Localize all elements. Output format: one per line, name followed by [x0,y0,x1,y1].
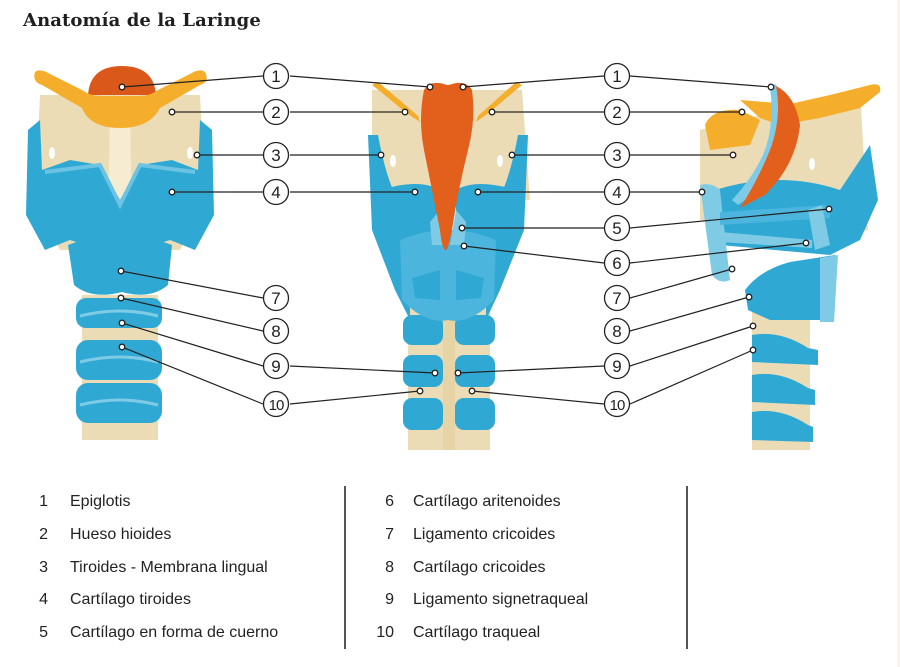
legend-item: 1 Epiglotis [30,486,278,519]
legend-number: 4 [39,591,48,609]
legend-label: Cartílago traqueal [413,624,541,642]
svg-text:10: 10 [610,397,625,414]
callout-3: 3 [603,141,631,169]
legend-label: Epiglotis [70,493,131,511]
callout-2: 2 [262,98,290,126]
legend-label: Tiroides - Membrana lingual [70,558,268,576]
lateral-cricoid [745,255,835,320]
page-title: Anatomía de la Laringe [23,10,261,31]
legend-number: 3 [39,558,48,576]
svg-text:6: 6 [612,254,621,273]
svg-text:7: 7 [612,289,621,308]
anterior-tracheal-rings [76,298,162,423]
legend-label: Cartílago en forma de cuerno [70,624,279,642]
legend-label: Cartílago cricoides [413,558,546,576]
lateral-thyroid-cartilage [715,145,878,255]
legend-number: 8 [385,558,394,576]
svg-text:1: 1 [612,67,621,86]
callout-3: 3 [262,141,290,169]
svg-text:2: 2 [612,103,621,122]
legend-item: 9 Ligamento signetraqueal [372,584,588,617]
legend-item: 8 Cartílago cricoides [372,551,588,584]
right-edge-strip [897,0,900,667]
posterior-view [368,82,530,450]
callout-lines [120,75,830,405]
callout-7: 7 [262,284,290,312]
legend-number: 5 [39,624,48,642]
callout-9: 9 [603,352,631,380]
legend-label: Ligamento signetraqueal [413,591,589,609]
svg-text:4: 4 [271,183,280,202]
legend-number: 1 [39,493,48,511]
legend-divider-2 [686,486,688,649]
svg-text:8: 8 [612,322,621,341]
legend-item: 6 Cartílago aritenoides [372,486,588,519]
posterior-tracheal-rings [403,310,495,450]
legend-item: 2 Hueso hioides [30,519,278,552]
svg-text:3: 3 [612,146,621,165]
callout-8: 8 [262,317,290,345]
legend-label: Ligamento cricoides [413,526,556,544]
anterior-thyroid-cartilage [26,120,214,250]
legend-item: 10 Cartílago traqueal [372,617,588,650]
anterior-view [26,66,214,440]
lateral-tracheal-rings [752,333,818,442]
legend-item: 7 Ligamento cricoides [372,519,588,552]
callout-8: 8 [603,317,631,345]
svg-text:3: 3 [271,146,280,165]
posterior-epiglottis [421,82,474,250]
legend-label: Hueso hioides [70,526,172,544]
legend-number: 9 [385,591,394,609]
callout-4: 4 [262,178,290,206]
callout-2: 2 [603,98,631,126]
callout-5: 5 [603,214,631,242]
callout-7: 7 [603,284,631,312]
callout-10: 10 [603,390,631,418]
legend-left: 1 Epiglotis 2 Hueso hioides 3 Tiroides - Me… [30,486,278,649]
svg-text:8: 8 [271,322,280,341]
callout-6: 6 [603,249,631,277]
svg-text:7: 7 [271,289,280,308]
legend-item: 3 Tiroides - Membrana lingual [30,551,278,584]
callout-1: 1 [262,62,290,90]
callout-dots [117,83,833,395]
callout-10: 10 [262,390,290,418]
legend-item: 4 Cartílago tiroides [30,584,278,617]
svg-text:4: 4 [612,183,621,202]
callout-4: 4 [603,178,631,206]
anterior-epiglottis [88,66,156,95]
svg-text:5: 5 [612,219,621,238]
callout-9: 9 [262,352,290,380]
legend-label: Cartílago tiroides [70,591,191,609]
legend-divider-1 [344,486,346,649]
anterior-cricoid [68,235,172,295]
svg-text:9: 9 [612,357,621,376]
legend-number: 2 [39,526,48,544]
larynx-diagram: 1 2 3 4 7 8 9 10 1 2 3 4 5 6 7 8 9 10 [26,62,881,450]
callouts-left: 1 2 3 4 7 8 9 10 [262,62,290,418]
legend-number: 6 [385,493,394,511]
callout-1: 1 [603,62,631,90]
callouts-right: 1 2 3 4 5 6 7 8 9 10 [603,62,631,418]
legend-number: 7 [385,526,394,544]
svg-text:2: 2 [271,103,280,122]
lateral-epiglottis [740,86,800,208]
svg-text:10: 10 [269,397,284,414]
svg-text:1: 1 [271,67,280,86]
posterior-hyoid-right [476,82,522,122]
legend-number: 10 [376,624,394,642]
legend-right: 6 Cartílago aritenoides 7 Ligamento cricoi… [372,486,588,649]
lateral-view [700,84,881,450]
anterior-hyoid [34,70,207,128]
svg-text:9: 9 [271,357,280,376]
legend-item: 5 Cartílago en forma de cuerno [30,617,278,650]
legend-label: Cartílago aritenoides [413,493,561,511]
